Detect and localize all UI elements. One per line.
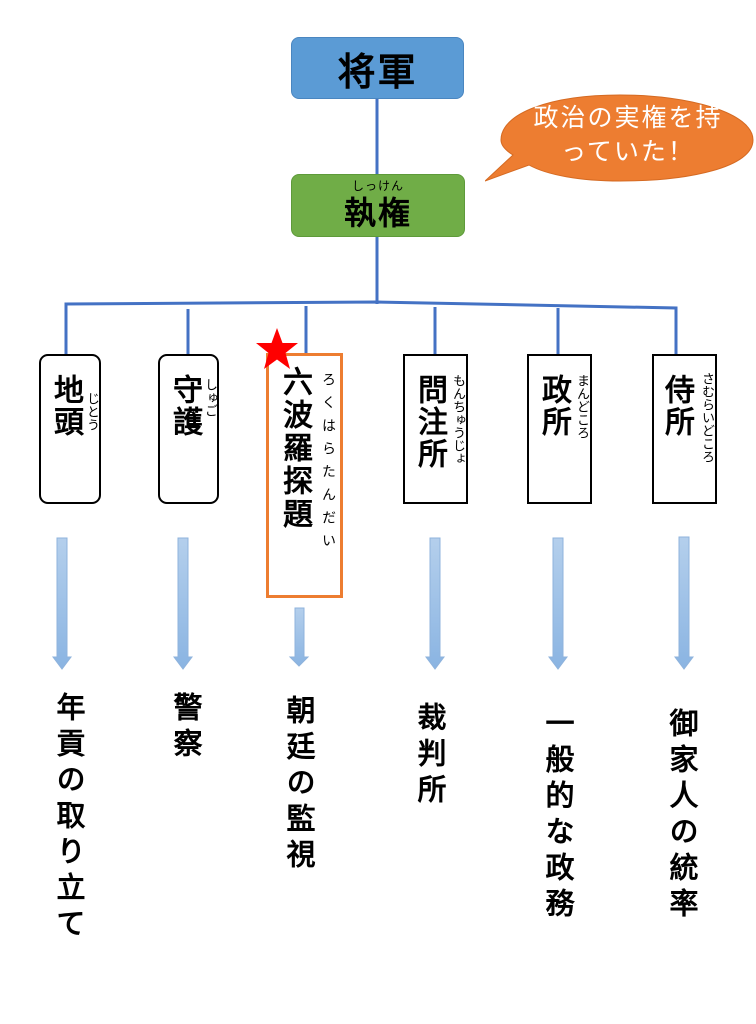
shikken-box: しっけん 執権: [291, 174, 465, 237]
connector-bus: [64, 300, 678, 354]
office-shugo: 守護 しゅご: [158, 354, 219, 504]
speech-bubble-icon: [484, 94, 754, 182]
arrow-down-icon: [425, 537, 445, 670]
office-ruby: もんちゅうじょ: [450, 374, 465, 465]
office-ruby: ろくはらたんだい: [320, 372, 336, 556]
arrow-down-icon: [288, 607, 310, 667]
star-icon: [256, 328, 298, 369]
arrow-down-icon: [173, 537, 193, 670]
office-name: 政所: [536, 374, 571, 438]
office-name: 六波羅探題: [277, 366, 312, 531]
shikken-ruby: しっけん: [351, 179, 404, 193]
duty-label: 警察: [169, 692, 203, 764]
duty-label: 年貢の取り立て: [52, 692, 86, 944]
arrow-down-icon: [674, 536, 694, 670]
office-name: 侍所: [659, 374, 694, 438]
office-name: 地頭: [48, 374, 83, 438]
duty-label: 一般的な政務: [541, 708, 575, 924]
office-ruby: まんどころ: [574, 374, 589, 439]
shogun-label: 将軍: [337, 49, 418, 94]
callout-text: 政治の実権を持っていた！: [533, 103, 723, 166]
office-mandokoro: 政所 まんどころ: [527, 354, 592, 504]
arrow-down-icon: [548, 537, 568, 670]
office-name: 守護: [167, 374, 202, 438]
office-ruby: じとう: [84, 392, 99, 431]
office-ruby: しゅご: [202, 378, 217, 417]
office-jito: 地頭 じとう: [39, 354, 101, 504]
duty-label: 御家人の統率: [665, 708, 699, 924]
shikken-label: 執権: [343, 194, 412, 232]
duty-label: 裁判所: [413, 702, 447, 810]
office-rokuhara-tandai: 六波羅探題 ろくはらたんだい: [266, 353, 343, 598]
office-monchujo: 問注所 もんちゅうじょ: [403, 354, 468, 504]
office-name: 問注所: [412, 374, 447, 470]
arrow-down-icon: [52, 537, 72, 670]
office-samuraidokoro: 侍所 さむらいどころ: [652, 354, 717, 504]
callout-bubble: 政治の実権を持っていた！: [484, 93, 755, 183]
duty-label: 朝廷の監視: [282, 695, 316, 875]
shogun-box: 将軍: [291, 37, 464, 99]
office-ruby: さむらいどころ: [699, 372, 714, 463]
